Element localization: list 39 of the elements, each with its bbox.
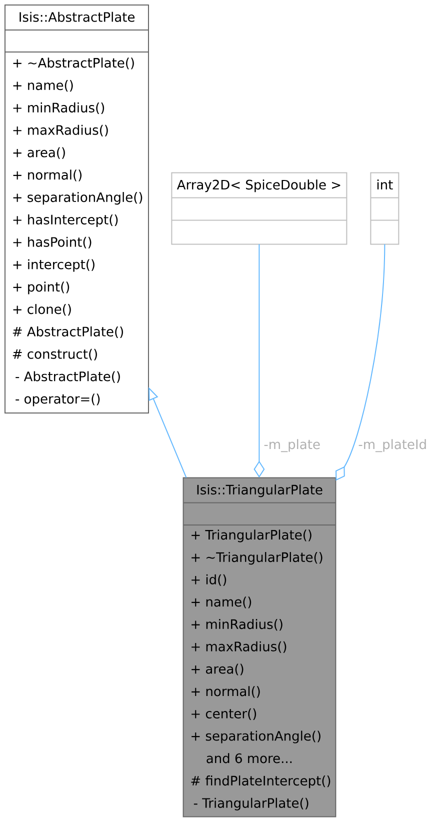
class-name: Isis::TriangularPlate	[197, 484, 322, 498]
member-entry: + hasIntercept()	[13, 214, 118, 227]
class-name: int	[377, 180, 393, 190]
member-entry: + minRadius()	[192, 619, 282, 631]
member-entry: + clone()	[13, 304, 71, 316]
member-entry: + intercept()	[13, 259, 94, 272]
class-box	[370, 172, 400, 245]
member-entry: + separationAngle()	[13, 192, 142, 205]
class-box	[182, 477, 336, 818]
member-entry: - TriangularPlate()	[194, 798, 308, 810]
member-entry: and 6 more...	[206, 753, 292, 764]
member-entry: + normal()	[192, 686, 260, 698]
class-box	[4, 4, 149, 414]
member-entry: + normal()	[13, 170, 82, 182]
member-entry: + maxRadius()	[13, 124, 108, 136]
edge-label: -m_plate	[263, 438, 321, 453]
member-entry: # construct()	[12, 348, 97, 360]
member-entry: + ~AbstractPlate()	[13, 58, 134, 70]
class-name: Isis::AbstractPlate	[20, 12, 135, 22]
member-entry: # findPlateIntercept()	[191, 776, 330, 788]
class-box	[171, 172, 348, 245]
member-entry: - operator=()	[16, 394, 100, 406]
edge-label: -m_plateId	[358, 438, 428, 453]
member-entry: + hasPoint()	[13, 236, 92, 248]
member-entry: + area()	[13, 147, 65, 159]
member-entry: + id()	[192, 574, 226, 586]
member-entry: + name()	[13, 80, 73, 92]
member-entry: + separationAngle()	[192, 730, 320, 744]
member-entry: + minRadius()	[13, 102, 104, 114]
member-entry: # AbstractPlate()	[12, 326, 124, 338]
member-entry: + ~TriangularPlate()	[192, 552, 322, 565]
member-entry: + point()	[13, 282, 70, 294]
member-entry: + maxRadius()	[192, 641, 286, 653]
member-entry: + TriangularPlate()	[192, 530, 312, 542]
member-entry: + name()	[192, 596, 252, 608]
member-entry: - AbstractPlate()	[16, 371, 120, 383]
member-entry: + area()	[192, 664, 244, 676]
member-entry: + center()	[192, 708, 256, 720]
class-name: Array2D< SpiceDouble >	[176, 180, 340, 192]
